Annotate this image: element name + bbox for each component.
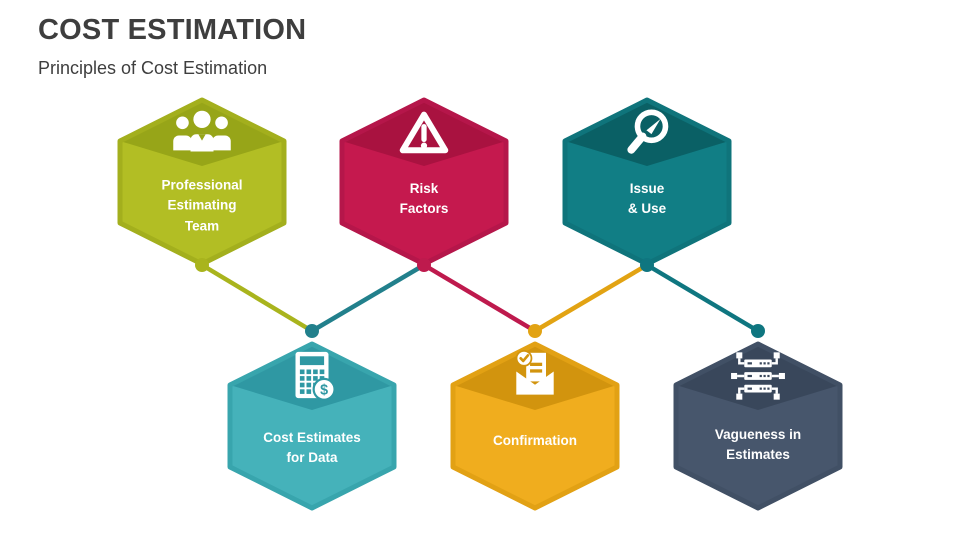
connector-line-5 (645, 263, 760, 333)
connector-dot-3 (417, 258, 431, 272)
page-subtitle: Principles of Cost Estimation (38, 58, 268, 78)
hexagon-border (673, 341, 843, 511)
hexagon-cost-estimates-for-data: $ (227, 341, 397, 511)
connector-dot-6 (751, 324, 765, 338)
hexagon-vagueness-in-estimates (673, 341, 843, 511)
hexagon-issue-and-use (562, 97, 732, 267)
hexagon-border (450, 341, 620, 511)
hexagon-professional-estimating-team (117, 97, 287, 267)
hexagon-roof (565, 100, 729, 166)
connector-line-4 (533, 263, 649, 333)
connector-dot-4 (528, 324, 542, 338)
team-icon (173, 110, 231, 152)
network-icon (731, 352, 785, 400)
connector-dot-5 (640, 258, 654, 272)
search-icon (627, 109, 669, 154)
connector-dot-2 (305, 324, 319, 338)
dollar-sign: $ (320, 382, 328, 398)
connector-line-1 (200, 263, 314, 333)
hexagon-roof (120, 100, 284, 166)
confirmation-icon (515, 349, 554, 395)
hexagon-confirmation (450, 341, 620, 511)
connector-dot-1 (195, 258, 209, 272)
calculator-icon: $ (295, 351, 336, 401)
connector-line-3 (422, 263, 537, 333)
connector-line-2 (310, 263, 426, 333)
page-title: COST ESTIMATION (38, 14, 307, 46)
hexagon-risk-factors (339, 97, 509, 267)
hexagon-border (227, 341, 397, 511)
warning-icon (399, 111, 449, 154)
